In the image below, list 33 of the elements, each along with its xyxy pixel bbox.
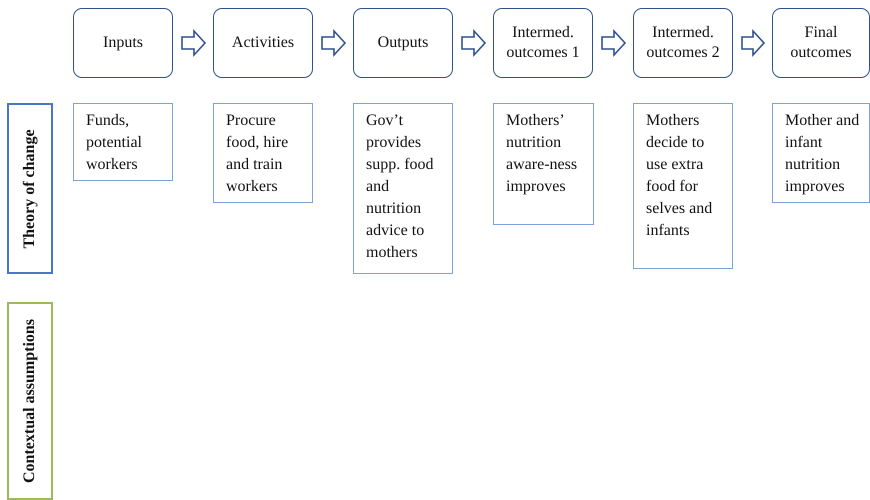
stage-box <box>493 8 593 78</box>
stage-label: Intermed. outcomes 1 <box>505 23 581 63</box>
row-band <box>7 302 53 500</box>
row-label: Contextual assumptions <box>21 318 39 484</box>
description-box <box>73 103 173 181</box>
description-text: Mother and infant nutrition improves <box>785 111 860 197</box>
stage-box <box>772 8 870 78</box>
description-text: Mothers decide to use extra food for selves and infants <box>646 111 714 241</box>
block-arrow <box>181 28 206 58</box>
stage-label: Intermed. outcomes 2 <box>645 23 721 63</box>
description-text: Mothers’ nutrition aware-ness improves <box>506 111 578 197</box>
row-label: Theory of change <box>21 128 39 248</box>
description-box <box>213 103 313 203</box>
block-arrow <box>741 28 766 58</box>
stage-label: Activities <box>232 33 294 53</box>
description-text: Gov’t provides supp. food and nutrition advice to mothers <box>366 111 435 263</box>
row-band <box>7 103 53 274</box>
block-arrow <box>601 28 626 58</box>
stage-box <box>73 8 173 78</box>
description-box <box>633 103 733 269</box>
block-arrow <box>461 28 486 58</box>
description-box <box>353 103 453 274</box>
stage-label: Inputs <box>103 33 143 53</box>
stage-label: Final outcomes <box>789 23 853 63</box>
stage-box <box>213 8 313 78</box>
stage-box <box>353 8 453 78</box>
description-text: Funds, potential workers <box>86 111 143 175</box>
block-arrow <box>321 28 346 58</box>
description-text: Procure food, hire and train workers <box>226 111 290 197</box>
stage-label: Outputs <box>378 33 428 53</box>
description-box <box>772 103 870 203</box>
description-box <box>493 103 594 225</box>
stage-box <box>633 8 733 78</box>
